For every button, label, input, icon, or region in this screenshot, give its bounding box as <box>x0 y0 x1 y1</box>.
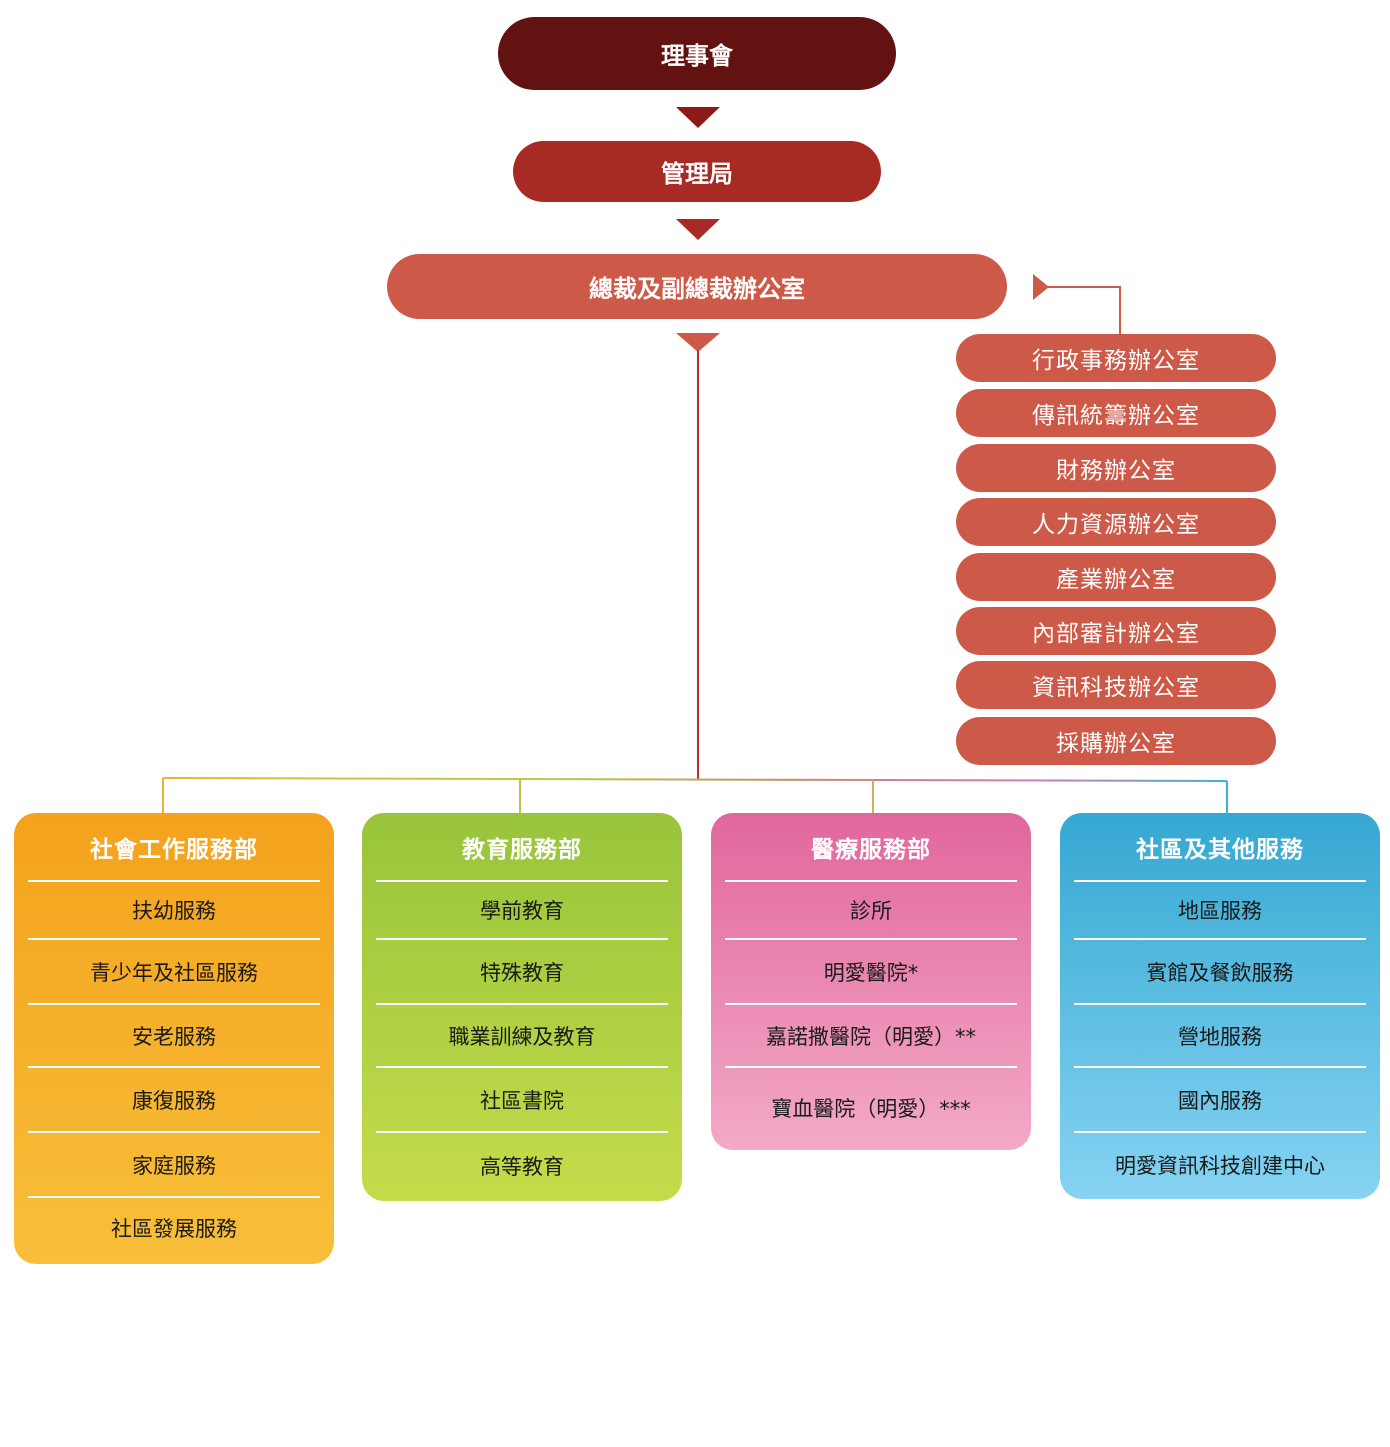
office-label: 產業辦公室 <box>1056 567 1176 593</box>
arrow-to-president <box>676 219 720 240</box>
management-label: 管理局 <box>661 160 733 188</box>
office-label: 傳訊統籌辦公室 <box>1032 403 1200 429</box>
office-label: 財務辦公室 <box>1056 458 1176 484</box>
dept-item: 寶血醫院（明愛）*** <box>771 1097 971 1121</box>
department-bar <box>162 777 1228 782</box>
dept-item: 社區書院 <box>376 1068 668 1133</box>
dept-item: 營地服務 <box>1074 1005 1366 1068</box>
dept-item: 學前教育 <box>376 882 668 940</box>
dept-item: 安老服務 <box>28 1005 320 1068</box>
office-admin: 行政事務辦公室 <box>956 334 1276 382</box>
dept-title: 社區及其他服務 <box>1074 813 1366 882</box>
dept-item: 國內服務 <box>1074 1068 1366 1133</box>
dept-item: 高等教育 <box>480 1155 564 1179</box>
dept-item: 康復服務 <box>28 1068 320 1133</box>
office-label: 人力資源辦公室 <box>1032 512 1200 538</box>
dept-item: 社區發展服務 <box>111 1217 237 1241</box>
dept-item: 特殊教育 <box>376 940 668 1005</box>
dept-title: 醫療服務部 <box>725 813 1017 882</box>
president-office-node: 總裁及副總裁辦公室 <box>387 254 1007 319</box>
office-label: 行政事務辦公室 <box>1032 348 1200 374</box>
office-property: 產業辦公室 <box>956 553 1276 601</box>
dept-item: 嘉諾撒醫院（明愛）** <box>725 1005 1017 1068</box>
arrow-to-departments <box>676 333 720 352</box>
management-node: 管理局 <box>513 141 881 202</box>
office-label: 資訊科技辦公室 <box>1032 675 1200 701</box>
dept-medical: 醫療服務部 診所 明愛醫院* 嘉諾撒醫院（明愛）** 寶血醫院（明愛）*** <box>711 813 1031 1150</box>
office-label: 採購辦公室 <box>1056 731 1176 757</box>
office-it: 資訊科技辦公室 <box>956 661 1276 709</box>
dept-item: 明愛資訊科技創建中心 <box>1115 1154 1325 1178</box>
dept-item: 明愛醫院* <box>725 940 1017 1005</box>
board-node: 理事會 <box>498 17 896 90</box>
office-finance: 財務辦公室 <box>956 444 1276 492</box>
dept-item: 職業訓練及教育 <box>376 1005 668 1068</box>
dept-item: 家庭服務 <box>28 1133 320 1198</box>
dept-social-work: 社會工作服務部 扶幼服務 青少年及社區服務 安老服務 康復服務 家庭服務 社區發… <box>14 813 334 1264</box>
arrow-to-management <box>676 107 720 128</box>
president-office-label: 總裁及副總裁辦公室 <box>589 275 805 303</box>
office-label: 內部審計辦公室 <box>1032 621 1200 647</box>
dept-item: 青少年及社區服務 <box>28 940 320 1005</box>
office-communications: 傳訊統籌辦公室 <box>956 389 1276 437</box>
board-label: 理事會 <box>661 42 733 70</box>
dept-item: 診所 <box>725 882 1017 940</box>
dept-item: 賓館及餐飲服務 <box>1074 940 1366 1005</box>
dept-item: 地區服務 <box>1074 882 1366 940</box>
office-hr: 人力資源辦公室 <box>956 498 1276 546</box>
office-audit: 內部審計辦公室 <box>956 607 1276 655</box>
office-procurement: 採購辦公室 <box>956 717 1276 765</box>
dept-item: 扶幼服務 <box>28 882 320 940</box>
office-feedback-arrow <box>1033 274 1049 300</box>
office-feedback-line <box>1046 286 1121 334</box>
dept-title: 教育服務部 <box>376 813 668 882</box>
dept-title: 社會工作服務部 <box>28 813 320 882</box>
dept-community-other: 社區及其他服務 地區服務 賓館及餐飲服務 營地服務 國內服務 明愛資訊科技創建中… <box>1060 813 1380 1199</box>
dept-education: 教育服務部 學前教育 特殊教育 職業訓練及教育 社區書院 高等教育 <box>362 813 682 1201</box>
